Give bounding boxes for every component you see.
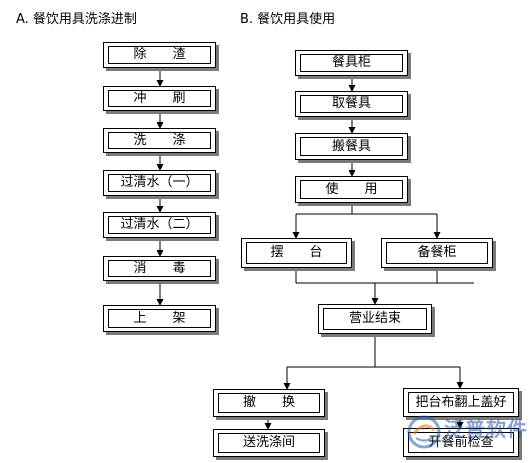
step-a-chongshua-label: 冲 刷 [108, 90, 211, 107]
step-b-yingye-jieshu: 营业结束 [318, 304, 432, 334]
step-a-xidi-label: 洗 涤 [108, 132, 211, 149]
section-a-title: A. 餐饮用具洗涤进制 [16, 12, 137, 27]
step-b-baitai-label: 摆 台 [246, 242, 347, 264]
step-b-beicangui: 备餐柜 [381, 238, 493, 268]
step-b-canjugui: 餐具柜 [295, 50, 408, 76]
step-b-taibu: 把台布翻上盖好 [403, 388, 519, 417]
step-b-songxidijian: 送洗涤间 [213, 429, 325, 457]
step-a-qingshui-1: 过清水（一） [103, 170, 216, 196]
step-a-xiaodu-label: 消 毒 [108, 260, 211, 277]
step-b-kaican-jiancha: 开餐前检查 [403, 428, 519, 457]
step-b-shiyong-label: 使 用 [300, 180, 403, 199]
step-a-chuzha-label: 除 渣 [108, 46, 211, 64]
step-b-chehuan-label: 撤 换 [218, 393, 320, 413]
section-b-title: B. 餐饮用具使用 [240, 12, 336, 27]
step-a-qingshui-1-label: 过清水（一） [108, 174, 211, 192]
step-a-chuzha: 除 渣 [103, 42, 216, 68]
step-b-shiyong: 使 用 [295, 176, 408, 203]
step-b-beicangui-label: 备餐柜 [386, 242, 488, 264]
step-b-baitai: 摆 台 [241, 238, 352, 268]
step-b-chehuan: 撤 换 [213, 389, 325, 417]
step-b-songxidijian-label: 送洗涤间 [218, 433, 320, 453]
step-b-qucanju: 取餐具 [295, 91, 408, 117]
step-a-chongshua: 冲 刷 [103, 86, 216, 111]
step-b-taibu-label: 把台布翻上盖好 [408, 392, 514, 413]
step-b-bancanju-label: 搬餐具 [300, 137, 403, 156]
fanpu-logo-icon [407, 415, 441, 449]
watermark: 泛普软件 [404, 411, 528, 461]
step-a-shangjia: 上 架 [103, 305, 216, 332]
step-b-yingye-jieshu-label: 营业结束 [323, 308, 427, 330]
watermark-text: 泛普软件 [444, 417, 528, 441]
step-a-shangjia-label: 上 架 [108, 309, 211, 328]
step-a-qingshui-2-label: 过清水（二） [108, 216, 211, 234]
step-b-kaican-jiancha-label: 开餐前检查 [408, 432, 514, 453]
step-a-qingshui-2: 过清水（二） [103, 212, 216, 238]
step-b-canjugui-label: 餐具柜 [300, 54, 403, 72]
step-b-bancanju: 搬餐具 [295, 133, 408, 160]
step-a-xiaodu: 消 毒 [103, 256, 216, 281]
step-b-qucanju-label: 取餐具 [300, 95, 403, 113]
step-a-xidi: 洗 涤 [103, 128, 216, 153]
